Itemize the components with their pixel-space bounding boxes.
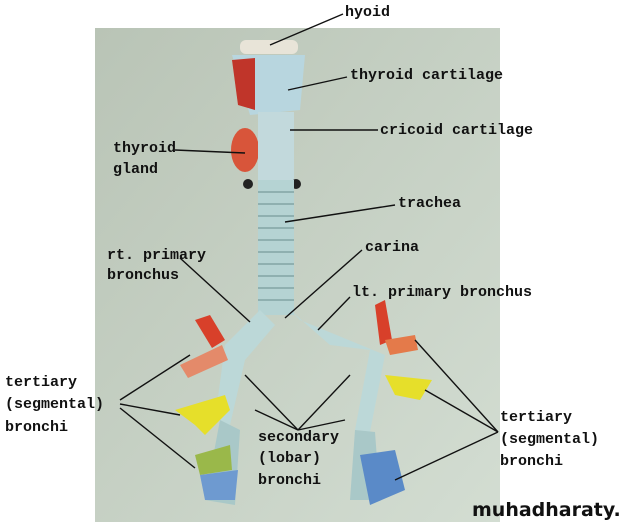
trachea — [258, 180, 294, 315]
label-hyoid: hyoid — [345, 4, 390, 21]
label-secondary-3: bronchi — [258, 472, 321, 489]
leader-lines — [119, 13, 499, 481]
label-cricoid-cartilage: cricoid cartilage — [380, 122, 533, 139]
label-rt-primary-bronchus-2: bronchus — [107, 267, 179, 284]
label-rt-primary-bronchus-1: rt. primary — [107, 247, 206, 264]
label-tertiary-right-1: tertiary — [500, 409, 572, 426]
label-tertiary-left-3: bronchi — [5, 419, 68, 436]
label-secondary-2: (lobar) — [258, 450, 321, 467]
thyroid-muscle — [232, 58, 255, 110]
anatomical-model — [175, 40, 432, 505]
label-carina: carina — [365, 239, 419, 256]
label-thyroid-gland-2: gland — [113, 161, 158, 178]
label-secondary-1: secondary — [258, 429, 339, 446]
photo-background — [95, 28, 500, 522]
label-trachea: trachea — [398, 195, 461, 212]
label-tertiary-right-3: bronchi — [500, 453, 563, 470]
thyroid-gland — [231, 128, 259, 172]
label-tertiary-left-2: (segmental) — [5, 396, 104, 413]
label-thyroid-gland-1: thyroid — [113, 140, 176, 157]
cricoid — [258, 112, 294, 182]
label-lt-primary-bronchus: lt. primary bronchus — [352, 284, 532, 301]
watermark: muhadharaty.com — [472, 499, 621, 521]
label-tertiary-left-1: tertiary — [5, 374, 77, 391]
label-thyroid-cartilage: thyroid cartilage — [350, 67, 503, 84]
label-tertiary-right-2: (segmental) — [500, 431, 599, 448]
hyoid-bone — [240, 40, 298, 54]
